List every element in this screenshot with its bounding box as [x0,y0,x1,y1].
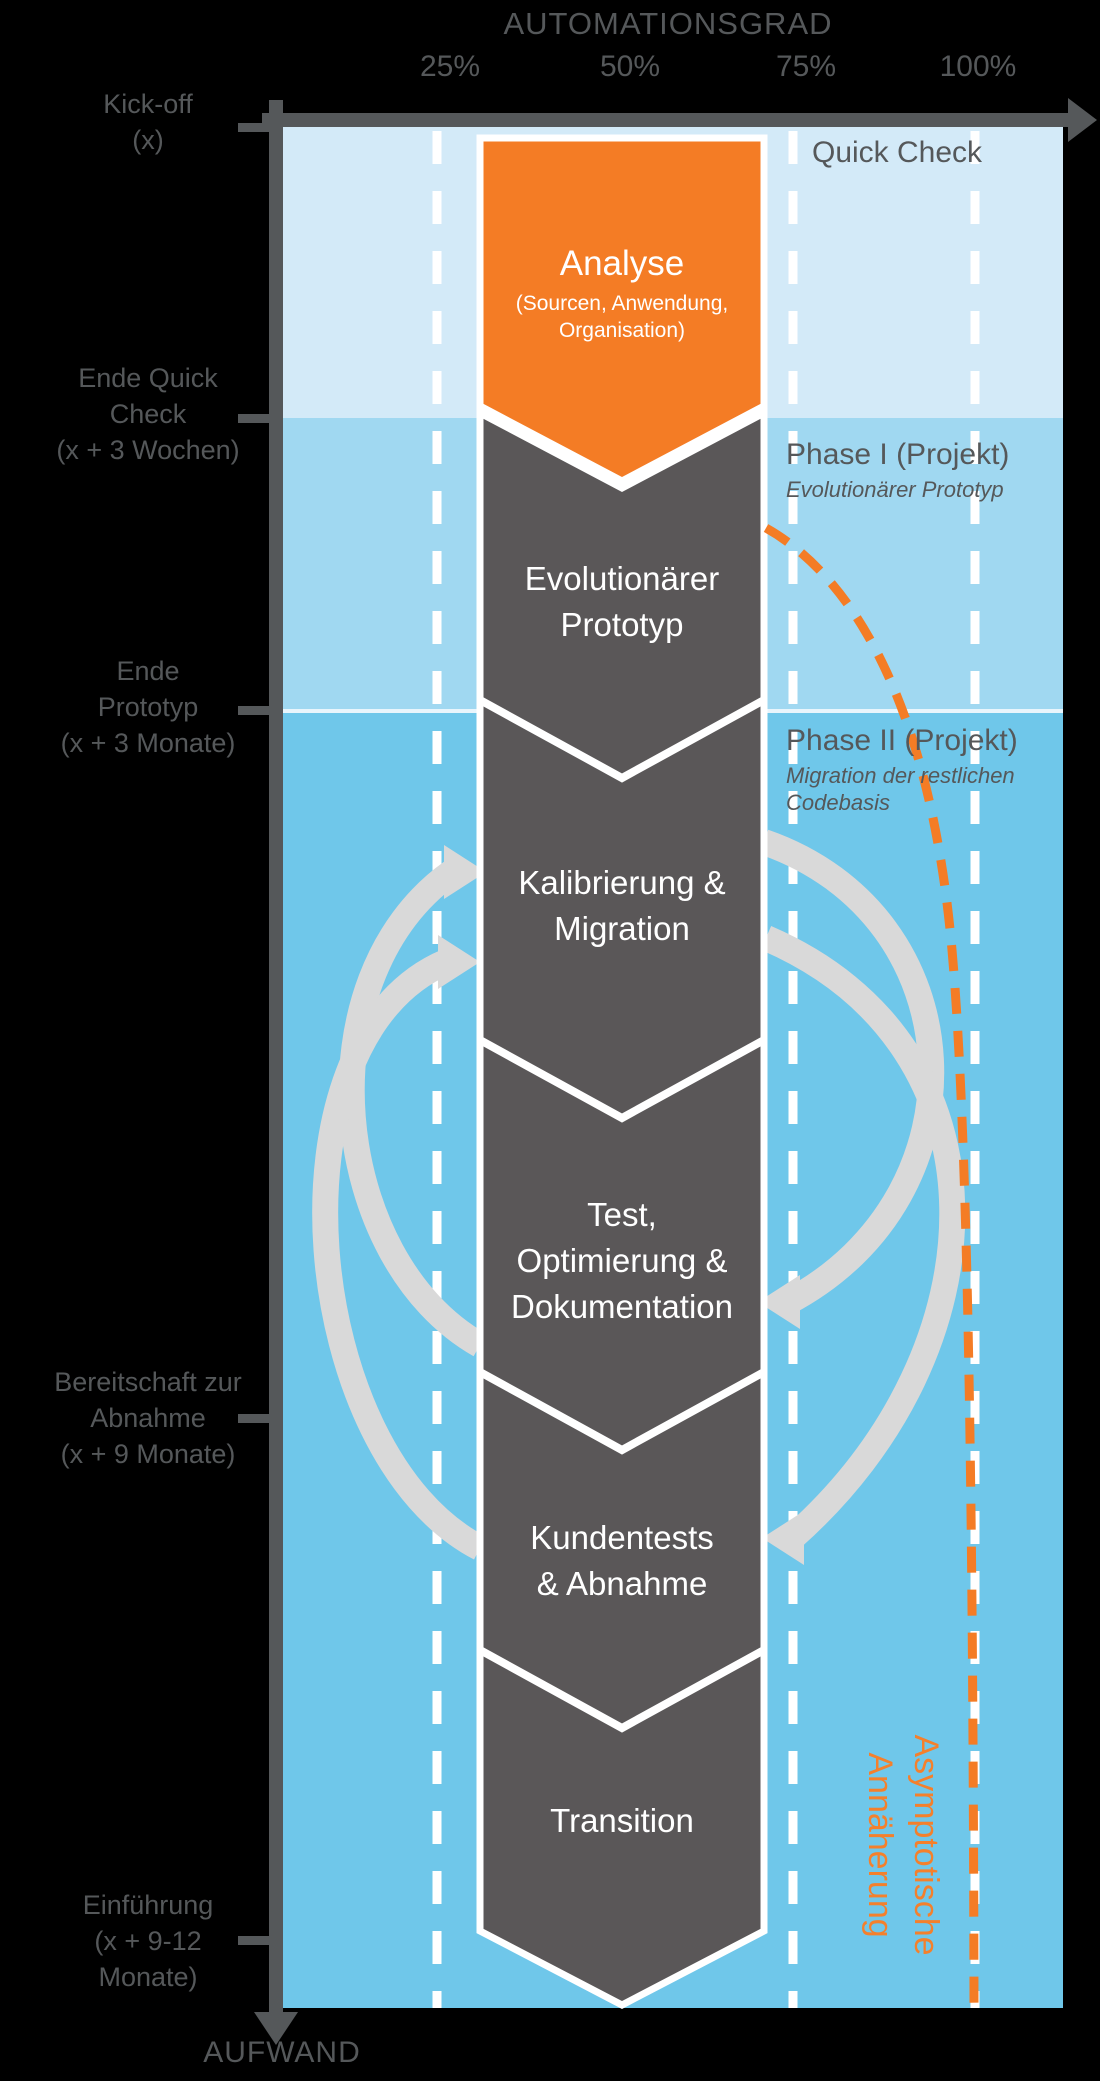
y-axis-line [269,100,283,2015]
milestone-line: (x + 9-12 [94,1926,202,1956]
asymptote-annotation: Asymptotische Annäherung [857,1665,949,2025]
separator-prototyp-kalibrierung [478,696,766,783]
separator-kalibrierung-test [478,1036,766,1123]
y-axis-title: AUFWAND [203,2036,361,2069]
step-kalibrierung-migration: Kalibrierung & Migration [477,860,767,952]
phase-sub-phase1: Evolutionärer Prototyp [786,477,1004,502]
chevron-separators [478,696,766,1733]
x-axis-title: AUTOMATIONSGRAD [503,6,833,41]
phase-sub-phase2: Migration der restlichen Codebasis [786,762,1015,816]
iteration-loops [312,829,966,1560]
milestone-line: (x + 3 Monate) [60,728,236,758]
asymptote-curve [763,524,979,2007]
tick-bereitschaft [238,1414,283,1423]
x-tick-75: 75% [775,50,837,83]
step-sub-line: Organisation) [558,319,686,342]
milestone-line: Ende [116,656,180,686]
step-analyse-subtitle: (Sourcen, Anwendung, Organisation) [477,290,767,344]
milestone-line: Prototyp [97,692,199,722]
milestone-ende-quick-check: Ende Quick Check (x + 3 Wochen) [28,360,268,468]
loop-arrow-left-inner [338,861,487,1357]
separator-kundentests-transition [478,1646,766,1733]
y-axis-arrowhead [254,2012,298,2045]
milestone-line: Check [109,399,187,429]
step-transition: Transition [550,1802,694,1839]
x-axis-arrowhead [1068,98,1097,142]
step-line: & Abnahme [536,1565,708,1602]
milestone-line: (x + 3 Wochen) [56,435,240,465]
loop-arrow-left-outer [312,950,487,1560]
milestone-line: Kick-off [103,89,193,119]
step-line: Kundentests [530,1519,714,1556]
chevron-column [476,407,768,2009]
step-line: Kalibrierung & [518,864,726,901]
phase-sub-line: Codebasis [786,790,890,815]
arrowhead-left-inner [444,845,486,899]
step-test-optimierung-dokumentation: Test, Optimierung & Dokumentation [477,1192,767,1330]
step-evolutionaerer-prototyp: Evolutionärer Prototyp [477,556,767,648]
milestone-einfuehrung: Einführung (x + 9-12 Monate) [28,1887,268,1995]
milestone-bereitschaft: Bereitschaft zur Abnahme (x + 9 Monate) [28,1364,268,1472]
milestone-ende-prototyp: Ende Prototyp (x + 3 Monate) [28,653,268,761]
milestone-line: Einführung [82,1890,214,1920]
tick-einfuehrung [238,1936,283,1945]
arrowhead-right-upper [758,1275,800,1329]
tick-ende-prototyp [238,706,283,715]
step-line: Migration [554,910,690,947]
milestone-line: Monate) [98,1962,198,1992]
x-axis-line [262,113,1068,127]
step-line: Test, [587,1196,657,1233]
step-line: Optimierung & [516,1242,728,1279]
phase-label-phase1: Phase I (Projekt) [786,438,1010,471]
arrowhead-right-lower [762,1511,804,1565]
loop-arrow-right-lower [760,926,966,1548]
step-analyse-title: Analyse [559,244,685,283]
milestone-line: Bereitschaft zur [54,1367,242,1397]
milestone-line: Abnahme [90,1403,206,1433]
x-tick-25: 25% [419,50,481,83]
phase-label-quick-check: Quick Check [812,136,983,169]
step-line: Dokumentation [511,1288,733,1325]
phase-sub-line: Migration der restlichen [786,763,1015,788]
step-kundentests-abnahme: Kundentests & Abnahme [477,1515,767,1607]
step-sub-line: (Sourcen, Anwendung, [515,292,729,315]
asymptote-line: Annäherung [861,1752,899,1938]
loop-arrow-right-upper [759,829,945,1314]
tick-kickoff [238,123,283,132]
milestone-ticks [238,123,283,1945]
milestone-line: Ende Quick [78,363,218,393]
x-tick-100: 100% [939,50,1017,83]
x-tick-50: 50% [599,50,661,83]
separator-test-kundentests [478,1368,766,1455]
step-line: Prototyp [560,606,684,643]
milestone-line: (x) [132,125,164,155]
milestone-line: (x + 9 Monate) [60,1439,236,1469]
arrowhead-left-outer [438,935,480,989]
asymptote-line: Asymptotische [907,1734,945,1956]
tick-ende-quick-check [238,414,283,423]
chevron-analyse [476,134,768,485]
step-line: Evolutionärer [524,560,720,597]
iteration-loop-arrowheads [438,845,804,1565]
milestone-kickoff: Kick-off (x) [28,86,268,158]
phase-label-phase2: Phase II (Projekt) [786,724,1018,757]
